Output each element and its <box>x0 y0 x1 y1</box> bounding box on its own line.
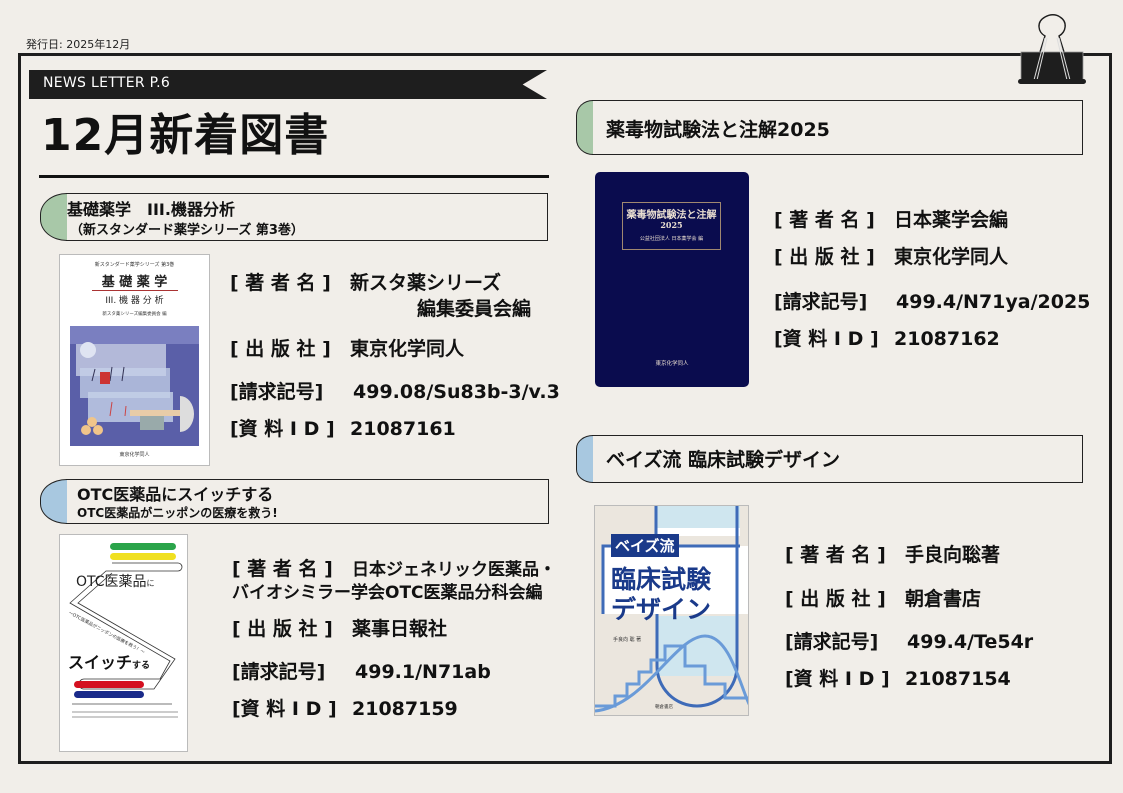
cover-year: 2025 <box>660 220 683 230</box>
book-cover-2[interactable]: OTC医薬品に 〜OTC医薬品がニッポンの医療を救う！〜 スイッチする <box>59 534 188 752</box>
newsletter-ribbon: NEWS LETTER P.6 <box>29 70 547 99</box>
item-id-value: 21087154 <box>905 668 1011 690</box>
call-number-value: 499.1/N71ab <box>355 661 491 683</box>
book-heading-2: OTC医薬品にスイッチする OTC医薬品がニッポンの医療を救う! <box>40 478 549 524</box>
item-id-label: [資 料 I D ] <box>232 698 337 720</box>
cover-title-line2: デザイン <box>611 595 712 624</box>
author-label: [ 著 者 名 ] <box>232 558 333 580</box>
heading-tab <box>576 434 593 483</box>
book-title: 薬毒物試験法と注解2025 <box>606 119 830 141</box>
cover-graphic <box>595 506 748 715</box>
item-id-value: 21087159 <box>352 698 458 720</box>
author-label: [ 著 者 名 ] <box>230 272 331 294</box>
call-number-label: [請求記号] <box>785 631 879 653</box>
author-value: 日本ジェネリック医薬品・ <box>352 560 556 580</box>
cover-editor: 公益社団法人 日本薬学会 編 <box>639 236 704 242</box>
call-number-value: 499.4/Te54r <box>907 631 1034 653</box>
author-value-line2: 編集委員会編 <box>417 298 532 320</box>
item-id-value: 21087161 <box>350 418 456 440</box>
cover-publisher: 東京化学同人 <box>655 361 689 367</box>
issue-date: 発行日: 2025年12月 <box>26 38 131 51</box>
cover-title: 薬毒物試験法と注解 <box>626 210 717 221</box>
cover-title-line1: 臨床試験 <box>611 565 712 594</box>
cover-publisher: 朝倉書店 <box>655 705 673 710</box>
book-meta-2: [ 著 者 名 ] 日本ジェネリック医薬品・ バイオシミラー学会OTC医薬品分科会… <box>232 554 582 724</box>
author-value-line2: バイオシミラー学会OTC医薬品分科会編 <box>232 583 543 603</box>
cover-illustration <box>70 326 199 446</box>
cover-editor: 新スタ薬シリーズ編集委員会 編 <box>102 312 167 317</box>
book-cover-3[interactable]: 薬毒物試験法と注解 2025 公益社団法人 日本薬学会 編 東京化学同人 <box>595 172 749 387</box>
cover-stripe-red <box>74 681 144 688</box>
publisher-value: 東京化学同人 <box>894 246 1009 268</box>
cover-stripe-green <box>110 543 176 550</box>
cover-publisher: 東京化学同人 <box>119 452 150 458</box>
book-meta-4: [ 著 者 名 ] 手良向聡著 [ 出 版 社 ] 朝倉書店 [請求記号] 499.4… <box>785 540 1105 700</box>
book-meta-3: [ 著 者 名 ] 日本薬学会編 [ 出 版 社 ] 東京化学同人 [請求記号] 49… <box>774 205 1104 365</box>
author-value: 手良向聡著 <box>905 544 1001 566</box>
cover-author: 手良向 聡 著 <box>613 637 642 643</box>
ribbon-label: NEWS LETTER P.6 <box>43 75 171 91</box>
cover-series: 新スタンダード薬学シリーズ 第3巻 <box>94 262 175 268</box>
cover-stripe-yellow <box>110 553 176 560</box>
cover-rule <box>92 290 178 291</box>
title-divider <box>39 175 549 178</box>
call-number-value: 499.4/N71ya/2025 <box>896 291 1091 313</box>
publisher-label: [ 出 版 社 ] <box>774 246 875 268</box>
publisher-label: [ 出 版 社 ] <box>785 588 886 610</box>
call-number-value: 499.08/Su83b-3/v.3 <box>353 381 560 403</box>
binder-clip-icon <box>1018 14 1086 84</box>
item-id-label: [資 料 I D ] <box>230 418 335 440</box>
call-number-label: [請求記号] <box>230 381 324 403</box>
cover-zigzag <box>69 562 183 690</box>
call-number-label: [請求記号] <box>774 291 868 313</box>
cover-stripe-navy <box>74 691 144 698</box>
author-label: [ 著 者 名 ] <box>785 544 886 566</box>
cover-fineprint <box>72 711 178 713</box>
call-number-label: [請求記号] <box>232 661 326 683</box>
heading-tab <box>576 99 593 155</box>
book-subtitle: OTC医薬品がニッポンの医療を救う! <box>77 506 278 520</box>
publisher-value: 東京化学同人 <box>350 338 465 360</box>
author-label: [ 著 者 名 ] <box>774 209 875 231</box>
author-value: 日本薬学会編 <box>894 209 1009 231</box>
book-title: 基礎薬学 III.機器分析 <box>67 200 235 219</box>
cover-title-top: OTC医薬品に <box>76 574 155 590</box>
book-meta-1: [ 著 者 名 ] 新スタ薬シリーズ 編集委員会編 [ 出 版 社 ] 東京化学同人… <box>230 268 560 448</box>
item-id-label: [資 料 I D ] <box>774 328 879 350</box>
cover-badge: ベイズ流 <box>611 534 679 557</box>
book-cover-4[interactable]: ベイズ流 臨床試験 デザイン 手良向 聡 著 朝倉書店 <box>594 505 749 716</box>
page-title: 12月新着図書 <box>41 110 330 161</box>
cover-fineprint <box>72 716 178 718</box>
cover-subtitle: III. 機 器 分 析 <box>105 296 164 306</box>
book-heading-4: ベイズ流 臨床試験デザイン <box>576 434 1083 483</box>
book-heading-3: 薬毒物試験法と注解2025 <box>576 99 1083 155</box>
cover-title: 基 礎 薬 学 <box>101 275 168 290</box>
book-title: ベイズ流 臨床試験デザイン <box>606 449 841 471</box>
book-title: OTC医薬品にスイッチする <box>77 485 274 504</box>
item-id-value: 21087162 <box>894 328 1000 350</box>
publisher-value: 薬事日報社 <box>352 618 448 640</box>
cover-fineprint <box>72 703 172 705</box>
author-value: 新スタ薬シリーズ <box>350 272 502 294</box>
publisher-value: 朝倉書店 <box>905 588 982 610</box>
page-frame <box>18 53 1112 764</box>
item-id-label: [資 料 I D ] <box>785 668 890 690</box>
book-cover-1[interactable]: 新スタンダード薬学シリーズ 第3巻 基 礎 薬 学 III. 機 器 分 析 新… <box>59 254 210 466</box>
book-subtitle: （新スタンダード薬学シリーズ 第3巻） <box>70 223 304 238</box>
cover-title-bottom: スイッチする <box>68 653 151 672</box>
publisher-label: [ 出 版 社 ] <box>232 618 333 640</box>
publisher-label: [ 出 版 社 ] <box>230 338 331 360</box>
book-heading-1: 基礎薬学 III.機器分析 （新スタンダード薬学シリーズ 第3巻） <box>40 192 548 241</box>
cover-title-box: 薬毒物試験法と注解 2025 公益社団法人 日本薬学会 編 <box>622 202 721 250</box>
